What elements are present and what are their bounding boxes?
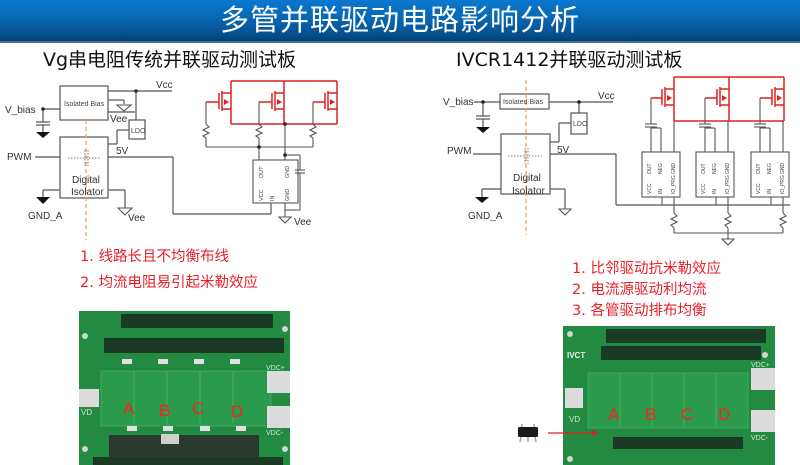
pin-label: VCC	[259, 189, 265, 201]
isolated-bias-label: Isolated Bias	[64, 101, 105, 108]
gnd-a-label: GND_A	[28, 211, 63, 222]
pin-label: IN	[712, 189, 718, 194]
ground-icon	[720, 238, 736, 246]
pin-label: GND	[780, 163, 786, 175]
pin-label: GND	[285, 166, 291, 178]
v-bias-label: V_bias	[5, 105, 36, 116]
ldo-label: LDO	[131, 128, 146, 135]
channel-label-a: A	[608, 405, 620, 424]
pwm-label: PWM	[7, 152, 31, 163]
note-item: 1. 比邻驱动抗米勒效应	[572, 261, 721, 277]
5v-label: 5V	[116, 146, 129, 157]
right-board-title: IVCR1412并联驱动测试板	[456, 49, 683, 71]
board-silk-label: VD	[81, 408, 92, 417]
gate-driver-ic	[252, 159, 299, 204]
note-item: 1. 线路长且不均衡布线	[80, 249, 229, 265]
right-notes: 1. 比邻驱动抗米勒效应 2. 电流源驱动利均流 3. 各管驱动排布均衡	[572, 259, 721, 322]
pin-label: GND	[285, 189, 291, 201]
left-schematic: V_bias Isolated Bias Vcc Vee LDO PWM 5V …	[5, 80, 338, 240]
vee-bottom-label: Vee	[128, 213, 146, 224]
note-item: 3. 各管驱动排布均衡	[572, 303, 707, 319]
isolated-bias-block	[59, 85, 109, 121]
pin-label: IO_PRG	[671, 175, 677, 194]
isolator-label: Isolator	[71, 187, 104, 198]
pwm-label: PWM	[447, 146, 471, 157]
board-silk-label: VD	[569, 415, 580, 424]
ldo-label: LDO	[573, 121, 588, 128]
pin-label: OUT	[701, 163, 707, 174]
ground-icon	[277, 216, 293, 224]
digital-isolator-block	[59, 136, 109, 199]
pin-label: NEG	[767, 163, 773, 174]
isolated-bias-label: Isolated Bias	[503, 99, 544, 106]
driver-chip-image	[518, 424, 598, 443]
mosfet-2	[705, 77, 730, 121]
ground-icon	[116, 207, 134, 216]
pin-label: VCC	[701, 183, 707, 194]
pin-label: GND	[725, 163, 731, 175]
ivcr1412-driver-2	[695, 151, 735, 198]
left-board-photo: VD VDC+ VDC- A B C D	[79, 311, 290, 465]
sot-chip-icon	[518, 424, 538, 443]
pin-label: NEG	[658, 163, 664, 174]
pin-label: OUT	[259, 166, 265, 178]
mosfet-1	[206, 81, 232, 124]
channel-label-a: A	[123, 399, 135, 418]
channel-label-b: B	[645, 405, 656, 424]
board-silk-label: VDC-	[266, 430, 284, 437]
v-bias-label: V_bias	[443, 97, 474, 108]
channel-label-d: D	[718, 405, 730, 424]
mosfet-2	[259, 81, 285, 124]
ground-icon	[115, 104, 133, 112]
right-schematic: V_bias Isolated Bias Vcc LDO PWM 5V Digi…	[443, 76, 790, 246]
board-silk-label: VDC-	[751, 435, 769, 442]
channel-label-b: B	[159, 401, 170, 420]
board-silk-label: VDC+	[751, 362, 770, 369]
board-brand-label: IVCT	[567, 351, 585, 360]
page-title: 多管并联驱动电路影响分析	[219, 3, 580, 37]
left-board-title: Vg串电阻传统并联驱动测试板	[43, 49, 297, 71]
pin-label: VCC	[756, 183, 762, 194]
mosfet-3	[760, 77, 785, 121]
channel-label-c: C	[681, 405, 693, 424]
ivcr1412-driver-3	[750, 151, 790, 198]
pin-label: OUT	[647, 163, 653, 174]
ground-icon	[557, 208, 573, 216]
vee-label: Vee	[110, 114, 128, 125]
pin-label: IN	[767, 189, 773, 194]
pin-label: NEG	[712, 163, 718, 174]
board-silk-label: VDC+	[266, 365, 285, 372]
pin-label: IO_PRG	[780, 175, 786, 194]
ground-icon	[36, 132, 50, 138]
mosfet-1	[651, 77, 675, 121]
mosfet-3	[313, 81, 338, 124]
channel-label-c: C	[192, 399, 204, 418]
5v-label: 5V	[557, 145, 570, 156]
vcc-label: Vcc	[598, 91, 615, 102]
vcc-label: Vcc	[156, 80, 173, 91]
vee-driver-label: Vee	[294, 217, 312, 228]
channel-label-d: D	[231, 402, 243, 421]
header-bar: 多管并联驱动电路影响分析	[0, 0, 800, 43]
pin-label: IN	[658, 189, 664, 194]
pin-label: OUT	[756, 163, 762, 174]
pin-label: GND	[671, 163, 677, 175]
digital-label: Digital	[513, 173, 541, 184]
pin-label: IN	[270, 195, 276, 201]
gnd-a-label: GND_A	[468, 211, 503, 222]
isolator-label: Isolator	[512, 186, 545, 197]
digital-label: Digital	[72, 175, 100, 186]
mosfet-array	[651, 76, 785, 122]
ivcr1412-driver-1	[641, 151, 681, 198]
right-board-photo: IVCT VD VDC+ VDC- A B C D	[563, 326, 775, 465]
left-notes: 1. 线路长且不均衡布线 2. 均流电阻易引起米勒效应	[80, 244, 258, 296]
note-item: 2. 电流源驱动利均流	[572, 282, 707, 298]
pin-label: IO_PRG	[725, 175, 731, 194]
pin-label: VCC	[647, 183, 653, 194]
note-item: 2. 均流电阻易引起米勒效应	[80, 275, 258, 291]
